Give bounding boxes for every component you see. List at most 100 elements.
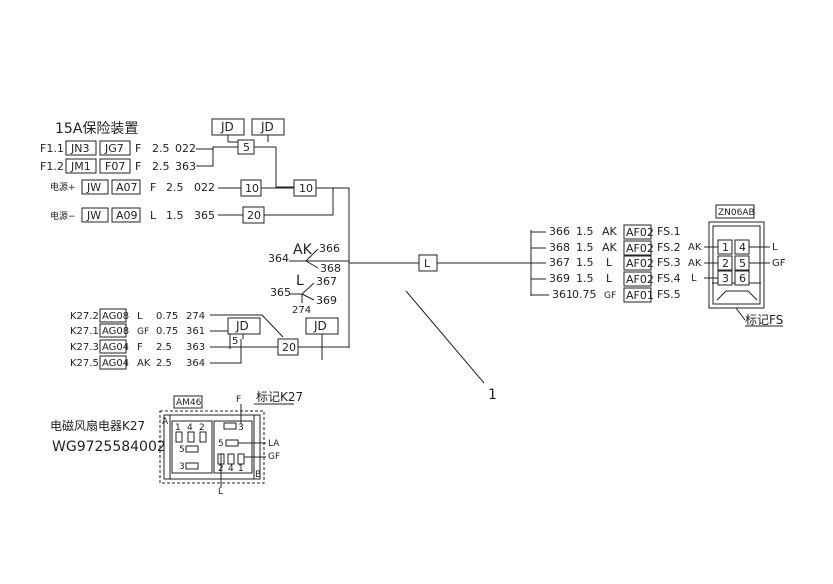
fuse-row-gauge: 2.5 (152, 160, 170, 173)
pin-la-label: LA (268, 439, 280, 449)
relay-connector: A B 1 4 2 5 3 3 5 2 4 1 (159, 410, 265, 484)
fs-pin: FS.3 (657, 256, 681, 269)
pin-label: 5 (218, 439, 224, 449)
pin-label: 3 (238, 423, 244, 433)
fuse-row-wire: 022 (175, 142, 196, 155)
relay-connector-name-box (173, 395, 203, 409)
fs-wire: 366 (549, 225, 570, 238)
code-box (65, 140, 97, 156)
junction-l-label: L (424, 257, 431, 270)
code-box (623, 287, 652, 303)
corner-label: B (255, 470, 261, 480)
jd-label: JD (220, 120, 234, 134)
junction-5-label: 5 (232, 336, 238, 347)
jd-label: JD (235, 319, 249, 333)
jd-label: JD (313, 319, 327, 333)
relay-gauge: 0.75 (156, 326, 178, 337)
fs-wire: 368 (549, 241, 570, 254)
fuse-row: F1.2 JM1 F07 F 2.5 363 (40, 158, 196, 174)
relay-color: F (137, 342, 143, 353)
fuse-row-gauge: 2.5 (152, 142, 170, 155)
junction-l (418, 254, 438, 272)
fs-pin: FS.4 (657, 272, 681, 285)
junction-20-label: 20 (247, 209, 261, 222)
fs-gauge: 0.75 (572, 288, 597, 301)
fs-row: 366 1.5 AK AF02 FS.1 (531, 224, 681, 240)
fuse-row-id: 电源+ (50, 181, 76, 193)
fuse-row-color: F (135, 142, 141, 155)
code-box (81, 179, 109, 195)
fuse-row-wire: 022 (194, 181, 215, 194)
part-name: 电磁风扇电器K27 (50, 418, 145, 433)
connector-left-label: L (691, 273, 697, 284)
code-box (99, 308, 127, 323)
relay-id: K27.2 (70, 311, 99, 322)
relay-gauge: 0.75 (156, 311, 178, 322)
fuse-row-color: L (150, 209, 157, 222)
relay-wire: 363 (186, 342, 205, 353)
pin-label: 1 (238, 464, 244, 474)
relay-wire: 361 (186, 326, 205, 337)
connector-right-label: L (772, 242, 778, 253)
callout-number: 1 (488, 387, 497, 403)
fs-color: GF (604, 291, 616, 301)
fuse-row-color: F (135, 160, 141, 173)
pin-f-label: F (236, 395, 241, 405)
pin-label: 5 (179, 445, 185, 455)
relay-gauge: 2.5 (156, 342, 172, 353)
fs-pin: FS.1 (657, 225, 681, 238)
fuse-row-color: F (150, 181, 156, 194)
fs-pin: FS.2 (657, 241, 681, 254)
relay-color: AK (137, 358, 151, 369)
code-box (99, 355, 127, 370)
fuse-row-code: JW (86, 181, 101, 194)
fs-gauge: 1.5 (576, 272, 594, 285)
fuse-row: 电源+ JW A07 F 2.5 022 (50, 179, 215, 195)
junction-10-label: 10 (299, 182, 313, 195)
code-box (99, 323, 127, 338)
relay-id: K27.5 (70, 358, 99, 369)
relay-id: K27.3 (70, 342, 99, 353)
relay-row: K27.1 AG08 GF 0.75 361 (70, 323, 205, 338)
connector-right-label: GF (772, 258, 786, 269)
relay-color: GF (137, 327, 149, 337)
pin-label: 5 (739, 257, 746, 270)
pin-label: 1 (722, 241, 729, 254)
pin-label: 1 (175, 423, 181, 433)
callout-leader (405, 290, 485, 384)
relay-code: AG04 (102, 358, 129, 369)
code-box (65, 158, 97, 174)
connector-left-label: AK (688, 258, 702, 269)
fuse-row-id: F1.1 (40, 142, 64, 155)
fuse-row: F1.1 JN3 JG7 F 2.5 022 (40, 140, 196, 156)
connector-name: ZN06AB (718, 208, 755, 218)
pin-label: 4 (739, 241, 746, 254)
pin-label: 4 (187, 423, 193, 433)
connector-mark: 标记FS (745, 313, 783, 327)
fuse-row-code: A09 (116, 209, 138, 222)
code-box (623, 271, 652, 287)
fuse-row-wire: 365 (194, 209, 215, 222)
relay-row: K27.5 AG04 AK 2.5 364 (70, 355, 205, 370)
fs-code: AF02 (626, 273, 654, 286)
code-box (99, 158, 131, 174)
connector-fs: 1 4 2 5 3 6 (704, 221, 770, 309)
junction-10-label: 10 (245, 182, 259, 195)
fs-code: AF01 (626, 289, 654, 302)
relay-code: AG08 (102, 311, 129, 322)
fs-wire: 369 (549, 272, 570, 285)
pin-label: 3 (179, 462, 185, 472)
fs-row: 367 1.5 L AF02 FS.3 (531, 255, 681, 271)
pin-label: 2 (199, 423, 205, 433)
jd-label: JD (260, 120, 274, 134)
connector-name-box (715, 204, 755, 219)
fs-row: 368 1.5 AK AF02 FS.2 (531, 240, 681, 256)
fuse-row-code: JN3 (70, 142, 89, 155)
fs-code: AF02 (626, 257, 654, 270)
code-box (81, 207, 109, 223)
fs-row: 361 0.75 GF AF01 FS.5 (531, 287, 681, 303)
fs-color: L (606, 256, 613, 269)
relay-row: K27.3 AG04 F 2.5 363 (70, 339, 205, 354)
fs-gauge: 1.5 (576, 241, 594, 254)
